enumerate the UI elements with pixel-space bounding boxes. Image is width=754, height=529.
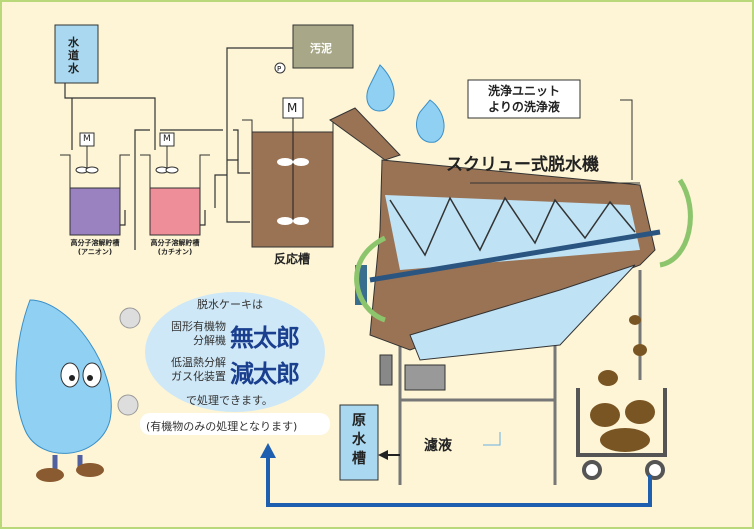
item1-desc: 固形有機物分解機: [171, 320, 226, 347]
pump-icon: [274, 62, 286, 74]
sludge-box: [292, 24, 354, 69]
cation-tank-label: 高分子溶解貯槽(カチオン): [150, 239, 200, 256]
reaction-tank-label: 反応槽: [274, 252, 311, 266]
tap-water-box: [54, 24, 99, 84]
screw-press-label: スクリュー式脱水機: [446, 155, 599, 175]
motor-label: M: [163, 134, 171, 144]
small-drop-mascot-icon: [366, 64, 445, 143]
item2-name: 減太郎: [230, 360, 300, 388]
item2-desc: 低温熱分解ガス化装置: [171, 356, 226, 383]
wash-liquid-label: 洗浄ユニットよりの洗浄液: [487, 84, 560, 114]
motor-label: M: [287, 101, 298, 115]
cation-tank: [149, 187, 201, 236]
item1-name: 無太郎: [230, 324, 300, 352]
svg-text:P: P: [277, 65, 281, 73]
raw-water-tank: [339, 404, 379, 481]
bubble-note: (有機物のみの処理となります): [146, 420, 298, 433]
tap-water-label: 水道水: [68, 36, 79, 75]
filtrate-label: 濾液: [424, 438, 452, 454]
bubble-intro: 脱水ケーキは: [197, 298, 263, 311]
anion-tank: [69, 187, 121, 236]
raw-water-tank-label: 原水槽: [352, 413, 366, 467]
speech-bubble: [145, 292, 325, 412]
bubble-outro: で処理できます。: [186, 394, 273, 407]
water-drop-mascot-icon: [15, 299, 141, 482]
sludge-label: 汚泥: [310, 42, 332, 55]
anion-tank-label: 高分子溶解貯槽(アニオン): [70, 239, 120, 256]
motor-label: M: [83, 134, 91, 144]
